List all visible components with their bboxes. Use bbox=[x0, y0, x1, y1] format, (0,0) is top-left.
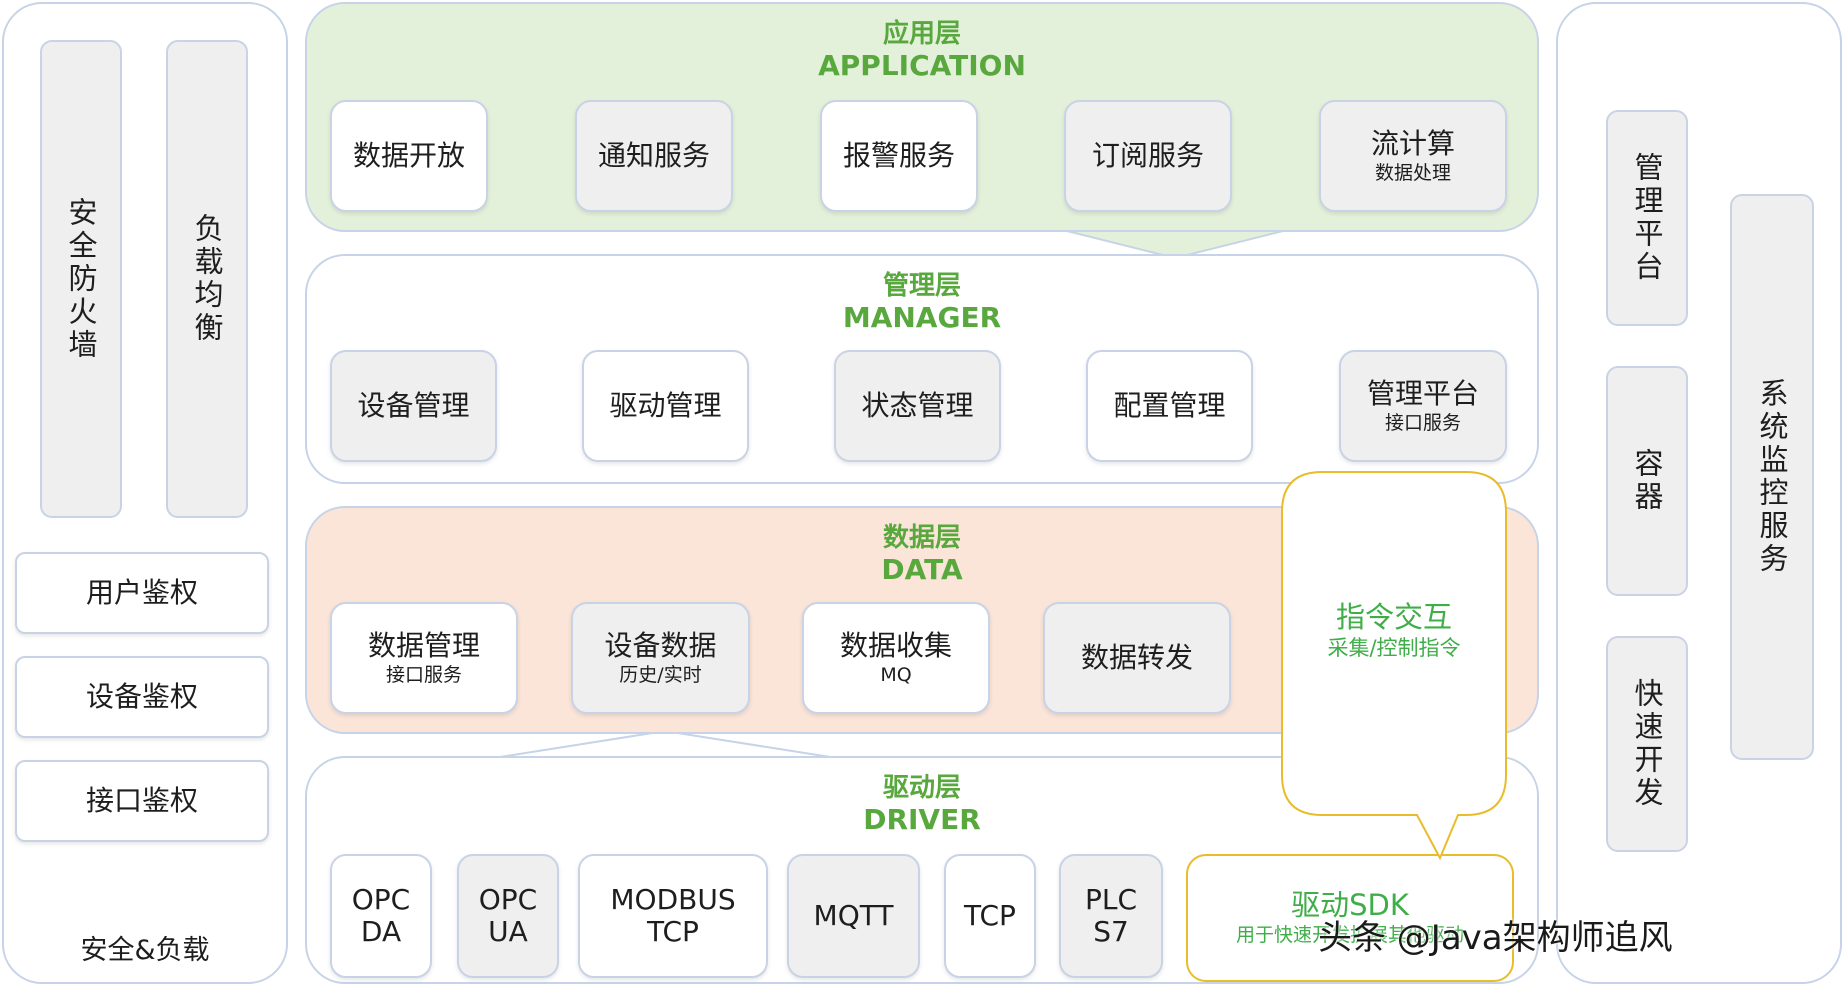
data-box-main: 数据收集 bbox=[839, 628, 952, 662]
application-title-en: APPLICATION bbox=[818, 48, 1026, 82]
user-auth-label: 用户鉴权 bbox=[85, 575, 198, 609]
data-title: 数据层 DATA bbox=[780, 523, 1064, 586]
platform-box[interactable]: 管理平台 bbox=[1606, 110, 1688, 326]
app-box-notify[interactable]: 通知服务 bbox=[575, 100, 733, 212]
app-box-main: 流计算 bbox=[1370, 126, 1455, 160]
manager-title-en: MANAGER bbox=[842, 300, 1002, 334]
driver-box-mqtt[interactable]: MQTT bbox=[787, 854, 920, 978]
app-box-main: 订阅服务 bbox=[1091, 138, 1204, 172]
container-box[interactable]: 容器 bbox=[1606, 366, 1688, 596]
security-footer: 安全&负载 bbox=[80, 935, 210, 966]
manager-title-cn: 管理层 bbox=[882, 271, 961, 301]
rapid-dev-label: 快速开发 bbox=[1630, 678, 1664, 810]
app-box-data-open[interactable]: 数据开放 bbox=[330, 100, 488, 212]
load-balance-label: 负载均衡 bbox=[190, 213, 224, 345]
driver-box-tcp[interactable]: TCP bbox=[944, 854, 1036, 978]
driver-title-cn: 驱动层 bbox=[882, 773, 961, 803]
platform-label: 管理平台 bbox=[1630, 152, 1664, 284]
application-title: 应用层 APPLICATION bbox=[780, 19, 1064, 82]
app-box-main: 报警服务 bbox=[842, 138, 955, 172]
driver-box-plc[interactable]: PLC S7 bbox=[1059, 854, 1163, 978]
data-box-sub: 历史/实时 bbox=[619, 663, 702, 686]
command-callout[interactable]: 指令交互 采集/控制指令 bbox=[1282, 600, 1506, 662]
driver-box-modbus[interactable]: MODBUS TCP bbox=[578, 854, 768, 978]
app-box-alarm[interactable]: 报警服务 bbox=[820, 100, 978, 212]
app-box-sub: 数据处理 bbox=[1374, 161, 1451, 184]
driver-box-opc-da[interactable]: OPC DA bbox=[330, 854, 432, 978]
data-box-sub: 接口服务 bbox=[385, 663, 462, 686]
data-title-en: DATA bbox=[881, 552, 963, 586]
device-auth-label: 设备鉴权 bbox=[85, 679, 198, 713]
driver-title-en: DRIVER bbox=[863, 802, 981, 836]
app-box-stream[interactable]: 流计算 数据处理 bbox=[1319, 100, 1507, 212]
monitor-label: 系统监控服务 bbox=[1755, 378, 1789, 576]
data-box-forward[interactable]: 数据转发 bbox=[1043, 602, 1231, 714]
app-box-main: 通知服务 bbox=[597, 138, 710, 172]
monitor-box[interactable]: 系统监控服务 bbox=[1730, 194, 1814, 760]
driver-box-main: MODBUS TCP bbox=[610, 882, 736, 948]
data-box-device[interactable]: 设备数据 历史/实时 bbox=[571, 602, 750, 714]
load-balance-box[interactable]: 负载均衡 bbox=[166, 40, 248, 518]
driver-sdk-title: 驱动SDK bbox=[1291, 888, 1409, 923]
driver-box-main: OPC DA bbox=[351, 882, 411, 948]
driver-title: 驱动层 DRIVER bbox=[780, 773, 1064, 836]
data-box-sub: MQ bbox=[880, 663, 912, 686]
command-callout-sub: 采集/控制指令 bbox=[1327, 635, 1461, 660]
driver-box-opc-ua[interactable]: OPC UA bbox=[457, 854, 559, 978]
mgr-box-sub: 接口服务 bbox=[1384, 411, 1461, 434]
api-auth-label: 接口鉴权 bbox=[85, 783, 198, 817]
data-box-main: 数据管理 bbox=[367, 628, 480, 662]
manager-title: 管理层 MANAGER bbox=[780, 271, 1064, 334]
mgr-box-main: 驱动管理 bbox=[609, 388, 722, 422]
mgr-box-main: 设备管理 bbox=[357, 388, 470, 422]
data-box-manage[interactable]: 数据管理 接口服务 bbox=[330, 602, 518, 714]
device-auth-box[interactable]: 设备鉴权 bbox=[15, 656, 269, 738]
command-callout-title: 指令交互 bbox=[1335, 600, 1452, 634]
driver-pointer bbox=[499, 729, 831, 758]
api-auth-box[interactable]: 接口鉴权 bbox=[15, 760, 269, 842]
mgr-box-status[interactable]: 状态管理 bbox=[834, 350, 1001, 462]
driver-box-main: TCP bbox=[964, 898, 1016, 932]
firewall-box[interactable]: 安全防火墙 bbox=[40, 40, 122, 518]
application-title-cn: 应用层 bbox=[882, 19, 961, 49]
data-box-main: 设备数据 bbox=[604, 628, 717, 662]
mgr-box-main: 配置管理 bbox=[1113, 388, 1226, 422]
container-label: 容器 bbox=[1630, 448, 1664, 514]
driver-box-main: MQTT bbox=[813, 898, 894, 932]
rapid-dev-box[interactable]: 快速开发 bbox=[1606, 636, 1688, 852]
driver-box-main: PLC S7 bbox=[1084, 882, 1138, 948]
data-title-cn: 数据层 bbox=[882, 523, 961, 553]
app-box-main: 数据开放 bbox=[352, 138, 465, 172]
mgr-box-platform[interactable]: 管理平台 接口服务 bbox=[1339, 350, 1507, 462]
data-box-main: 数据转发 bbox=[1080, 640, 1193, 674]
watermark: 头条 @Java架构师追风 bbox=[1318, 918, 1673, 958]
user-auth-box[interactable]: 用户鉴权 bbox=[15, 552, 269, 634]
mgr-box-device[interactable]: 设备管理 bbox=[330, 350, 497, 462]
driver-sdk-sub: 用于快速开发扩展其他驱动 bbox=[1235, 924, 1464, 947]
mgr-box-driver[interactable]: 驱动管理 bbox=[582, 350, 749, 462]
data-box-collect[interactable]: 数据收集 MQ bbox=[802, 602, 990, 714]
driver-box-main: OPC UA bbox=[478, 882, 538, 948]
app-box-subscribe[interactable]: 订阅服务 bbox=[1064, 100, 1232, 212]
mgr-box-main: 状态管理 bbox=[861, 388, 974, 422]
mgr-box-main: 管理平台 bbox=[1366, 376, 1479, 410]
firewall-label: 安全防火墙 bbox=[64, 196, 98, 362]
mgr-box-config[interactable]: 配置管理 bbox=[1086, 350, 1253, 462]
